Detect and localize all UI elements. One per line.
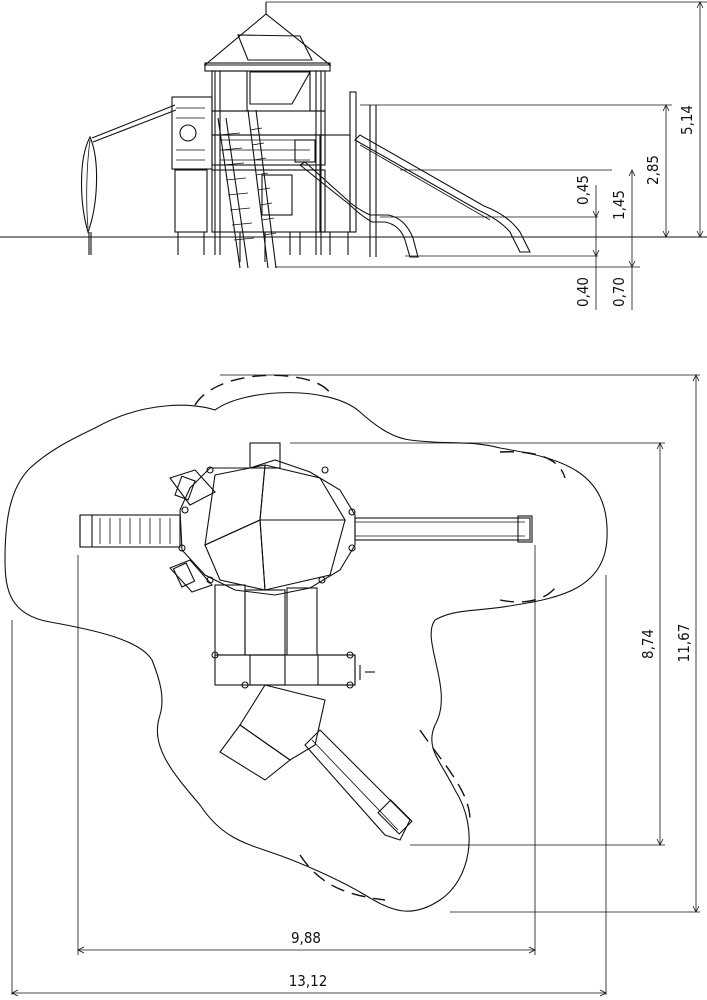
elevation-view: 5,14 2,85 1,45 0,45 0,40 0,70 — [0, 1, 707, 310]
dim-inner-depth: 8,74 — [639, 629, 657, 659]
safety-zone-dashed-right — [499, 451, 566, 603]
safety-zone-outline — [4, 392, 608, 912]
diagonal-tower-plan — [219, 684, 413, 841]
ladder-top — [249, 442, 281, 469]
ladder-left — [79, 514, 181, 548]
elevation-dimensions: 5,14 2,85 1,45 0,45 0,40 0,70 — [266, 1, 707, 310]
dim-platform-low: 0,45 — [574, 175, 592, 205]
dim-outer-width: 13,12 — [289, 972, 328, 990]
octagon-tower-plan — [178, 459, 356, 596]
main-tower-elevation — [171, 2, 357, 269]
sail-flag — [80, 104, 177, 255]
slide-right-plan — [354, 515, 533, 543]
dim-outer-depth: 11,67 — [675, 624, 693, 663]
plan-view: 9,88 13,12 8,74 11,67 — [4, 374, 700, 997]
safety-zone-dashed-bottom — [299, 729, 471, 901]
dim-total-height: 5,14 — [678, 105, 696, 135]
safety-zone-dashed-top — [194, 374, 333, 406]
dim-foundation-a: 0,40 — [574, 277, 592, 307]
dim-inner-width: 9,88 — [291, 929, 321, 947]
dim-foundation-b: 0,70 — [610, 277, 628, 307]
plan-dimensions: 9,88 13,12 8,74 11,67 — [11, 374, 700, 997]
slides-elevation — [299, 105, 531, 258]
bridges-plan — [211, 584, 375, 689]
dim-platform-high: 2,85 — [644, 155, 662, 185]
dim-platform-mid: 1,45 — [610, 190, 628, 220]
side-decks-left — [169, 469, 216, 593]
